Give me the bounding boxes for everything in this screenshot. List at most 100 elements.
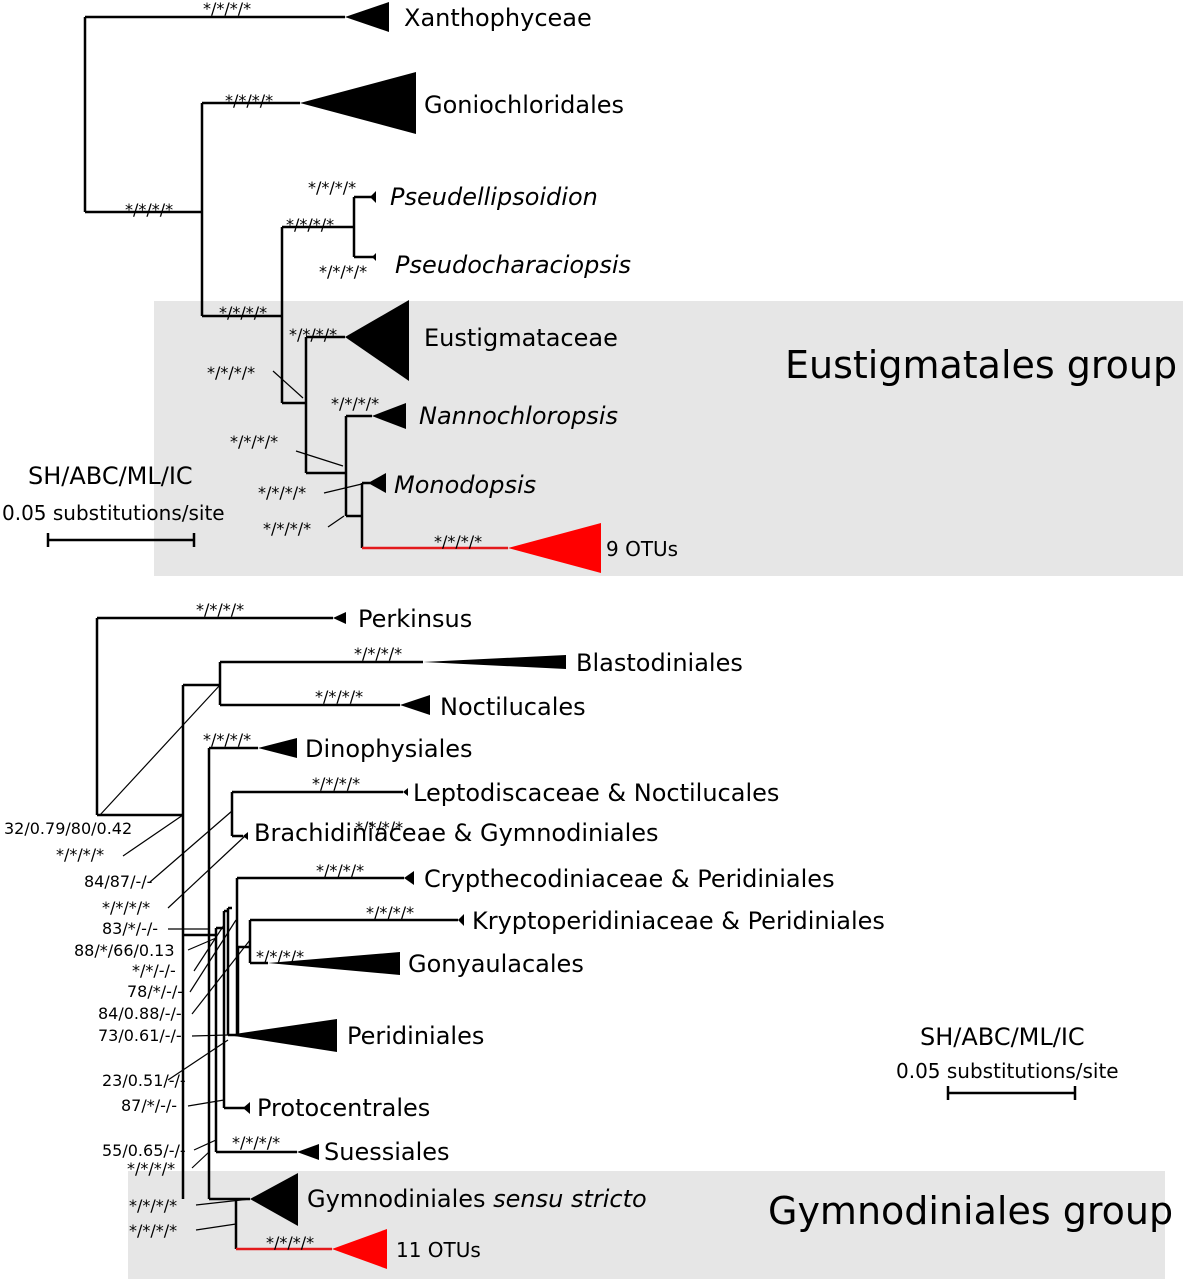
support-node-15: */*/*/*: [129, 1196, 177, 1215]
legend-bottom-title: SH/ABC/ML/IC: [920, 1023, 1085, 1051]
support-node-8: 78/*/-/-: [127, 982, 183, 1001]
leader-node-8: [189, 919, 237, 993]
taxon-otus-bottom: 11 OTUs: [396, 1238, 481, 1262]
pseudocharaciopsis-clade: [372, 253, 376, 261]
support-eustigmataceae: */*/*/*: [289, 325, 337, 344]
support-perkinsus: */*/*/*: [196, 600, 244, 619]
top-tree-branches: [83, 15, 374, 548]
gymnodiniales-ss-clade: [250, 1173, 298, 1226]
taxon-gymnodiniales-main: Gymnodiniales: [307, 1185, 486, 1213]
support-crypthecodiniaceae: */*/*/*: [316, 861, 364, 880]
taxon-nannochloropsis: Nannochloropsis: [419, 402, 618, 430]
leader-node-7: [193, 924, 225, 972]
support-node-4: */*/*/*: [102, 898, 150, 917]
blastodiniales-clade: [423, 655, 566, 669]
taxon-brachidiniaceae: Brachidiniaceae & Gymnodiniales: [254, 819, 659, 847]
legend-top-title: SH/ABC/ML/IC: [28, 462, 193, 490]
kryptoperidiniaceae-clade: [458, 914, 464, 926]
leader-node-11: [167, 1039, 229, 1081]
support-pseudellipsoidion: */*/*/*: [308, 178, 356, 197]
leader-node-6: [187, 937, 217, 951]
taxon-noctilucales: Noctilucales: [440, 693, 586, 721]
taxon-gymnodiniales-italic: sensu stricto: [493, 1185, 647, 1213]
support-mono-otu: */*/*/*: [263, 519, 311, 538]
leader-node-14: [191, 1151, 210, 1169]
taxon-xanthophyceae: Xanthophyceae: [404, 4, 592, 32]
support-xanthophyceae: */*/*/*: [203, 0, 251, 18]
support-node-14: */*/*/*: [127, 1159, 175, 1178]
support-nannochloropsis: */*/*/*: [331, 394, 379, 413]
support-node-1: 32/0.79/80/0.42: [4, 819, 132, 838]
taxon-protocentrales: Protocentrales: [257, 1094, 430, 1122]
taxon-gymnodiniales-ss: Gymnodiniales sensu stricto: [307, 1185, 647, 1213]
support-monodopsis: */*/*/*: [258, 483, 306, 502]
crypthecodiniaceae-clade: [404, 871, 414, 885]
support-pseudocharaciopsis: */*/*/*: [319, 262, 367, 281]
protocentrales-clade: [243, 1102, 250, 1114]
eustigmatales-group-label: Eustigmatales group: [785, 343, 1177, 387]
taxon-perkinsus: Perkinsus: [358, 605, 472, 633]
leader-node-10: [191, 1034, 229, 1037]
support-goniochloridales: */*/*/*: [225, 91, 273, 110]
taxon-kryptoperidiniaceae: Kryptoperidiniaceae & Peridiniales: [472, 907, 885, 935]
support-gonyaulacales: */*/*/*: [256, 947, 304, 966]
support-blastodiniales: */*/*/*: [354, 644, 402, 663]
leader-eustig-inner: [272, 370, 304, 399]
support-dinophysiales: */*/*/*: [203, 730, 251, 749]
leader-node-15: [195, 1198, 251, 1206]
support-node-2: */*/*/*: [56, 845, 104, 864]
leader-node-1: [99, 684, 221, 816]
support-node-11: 23/0.51/-/-: [102, 1071, 186, 1090]
dinophysiales-clade: [258, 738, 297, 758]
peridiniales-clade: [228, 1019, 337, 1052]
leader-node-4: [167, 835, 246, 909]
taxon-pseudocharaciopsis: Pseudocharaciopsis: [395, 251, 631, 279]
support-otus: */*/*/*: [434, 532, 482, 551]
leader-nanno-mono: [295, 450, 344, 467]
taxon-blastodiniales: Blastodiniales: [576, 649, 743, 677]
support-kryptoperidiniaceae: */*/*/*: [366, 903, 414, 922]
panel-top: Eustigmatales group SH/ABC/ML/IC 0.05 su…: [2, 0, 1183, 576]
otus-bottom-clade-red: [332, 1229, 387, 1269]
taxon-pseudellipsoidion: Pseudellipsoidion: [390, 183, 598, 211]
support-pseudo-clade: */*/*/*: [286, 215, 334, 234]
support-goni-clade: */*/*/*: [125, 200, 173, 219]
support-suessiales: */*/*/*: [232, 1133, 280, 1152]
support-node-5: 83/*/-/-: [102, 919, 158, 938]
support-node-6: 88/*/66/0.13: [74, 941, 175, 960]
support-node-16: */*/*/*: [129, 1221, 177, 1240]
support-node-10: 73/0.61/-/-: [98, 1026, 182, 1045]
legend-top-scalebar: [46, 533, 196, 547]
leader-node-16: [195, 1223, 237, 1231]
support-node-3: 84/87/-/-: [84, 872, 152, 891]
goniochloridales-clade: [300, 72, 416, 134]
taxon-goniochloridales: Goniochloridales: [424, 91, 624, 119]
panel-bottom: Gymnodiniales group SH/ABC/ML/IC 0.05 su…: [4, 600, 1173, 1279]
support-otus-bottom: */*/*/*: [266, 1233, 314, 1252]
xanthophyceae-clade: [345, 2, 389, 32]
leader-node-12: [187, 1099, 225, 1107]
perkinsus-clade: [333, 612, 346, 624]
taxon-leptodiscaceae: Leptodiscaceae & Noctilucales: [413, 779, 779, 807]
taxon-monodopsis: Monodopsis: [394, 471, 536, 499]
leader-monodopsis: [323, 482, 367, 494]
leptodiscaceae-clade: [403, 788, 408, 796]
support-brachidiniaceae: */*/*/*: [355, 818, 403, 837]
taxon-otus: 9 OTUs: [606, 537, 678, 561]
leader-node-13: [193, 1139, 217, 1151]
support-leptodiscaceae: */*/*/*: [312, 774, 360, 793]
brachidiniaceae-clade: [243, 832, 248, 840]
noctilucales-clade: [400, 695, 430, 715]
gonyaulacales-clade: [268, 952, 400, 975]
eustigmatales-group-box: [154, 301, 1183, 576]
gymnodiniales-group-label: Gymnodiniales group: [768, 1189, 1173, 1233]
legend-bottom-scale: 0.05 substitutions/site: [896, 1059, 1119, 1083]
taxon-suessiales: Suessiales: [324, 1138, 450, 1166]
support-nanno-mono: */*/*/*: [230, 432, 278, 451]
leader-node-3: [149, 810, 233, 883]
support-eustig-root: */*/*/*: [219, 303, 267, 322]
suessiales-clade: [297, 1144, 319, 1160]
leader-node-9: [191, 939, 251, 1015]
leader-node-2: [122, 814, 184, 857]
